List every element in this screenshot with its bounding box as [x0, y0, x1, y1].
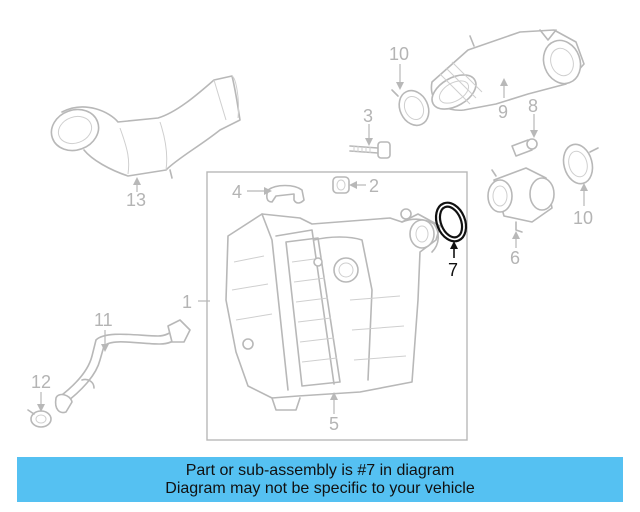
part-1-air-cleaner — [225, 208, 441, 411]
callout-3: 3 — [363, 106, 373, 126]
part-10-clamp-upper — [391, 89, 430, 127]
callout-13: 13 — [126, 190, 146, 210]
airbox-assembly-frame — [206, 171, 468, 441]
callout-10-upper: 10 — [389, 44, 409, 64]
callout-2: 2 — [369, 176, 379, 196]
part-6-sensor — [487, 167, 555, 233]
callout-12: 12 — [31, 372, 51, 392]
part-2-grommet — [332, 176, 350, 194]
callout-1: 1 — [182, 292, 192, 312]
callout-4: 4 — [232, 182, 242, 202]
callout-10-lower: 10 — [573, 208, 593, 228]
part-4-bracket — [266, 184, 305, 204]
info-banner-line-1: Part or sub-assembly is #7 in diagram — [185, 461, 455, 479]
callout-leaders — [37, 64, 588, 412]
part-10-clamp-lower — [562, 143, 599, 185]
part-8-bolt — [511, 138, 538, 157]
info-banner: Part or sub-assembly is #7 in diagram Di… — [17, 457, 623, 502]
callout-6: 6 — [510, 248, 520, 268]
part-3-bolt — [349, 141, 391, 159]
callout-11: 11 — [94, 310, 113, 330]
callout-9: 9 — [498, 102, 508, 122]
info-banner-line-2: Diagram may not be specific to your vehi… — [165, 479, 475, 497]
callout-5: 5 — [329, 414, 339, 434]
part-11-hose — [54, 319, 191, 414]
callout-8: 8 — [528, 96, 538, 116]
callout-7: 7 — [448, 260, 458, 280]
part-13-intake-duct — [50, 75, 241, 179]
part-12-clamp — [27, 409, 52, 428]
part-7-seal-highlighted — [434, 201, 468, 258]
parts-diagram: 1 2 3 4 5 6 7 8 9 10 10 11 12 13 — [27, 29, 599, 441]
part-9-intake-boot — [430, 29, 585, 111]
